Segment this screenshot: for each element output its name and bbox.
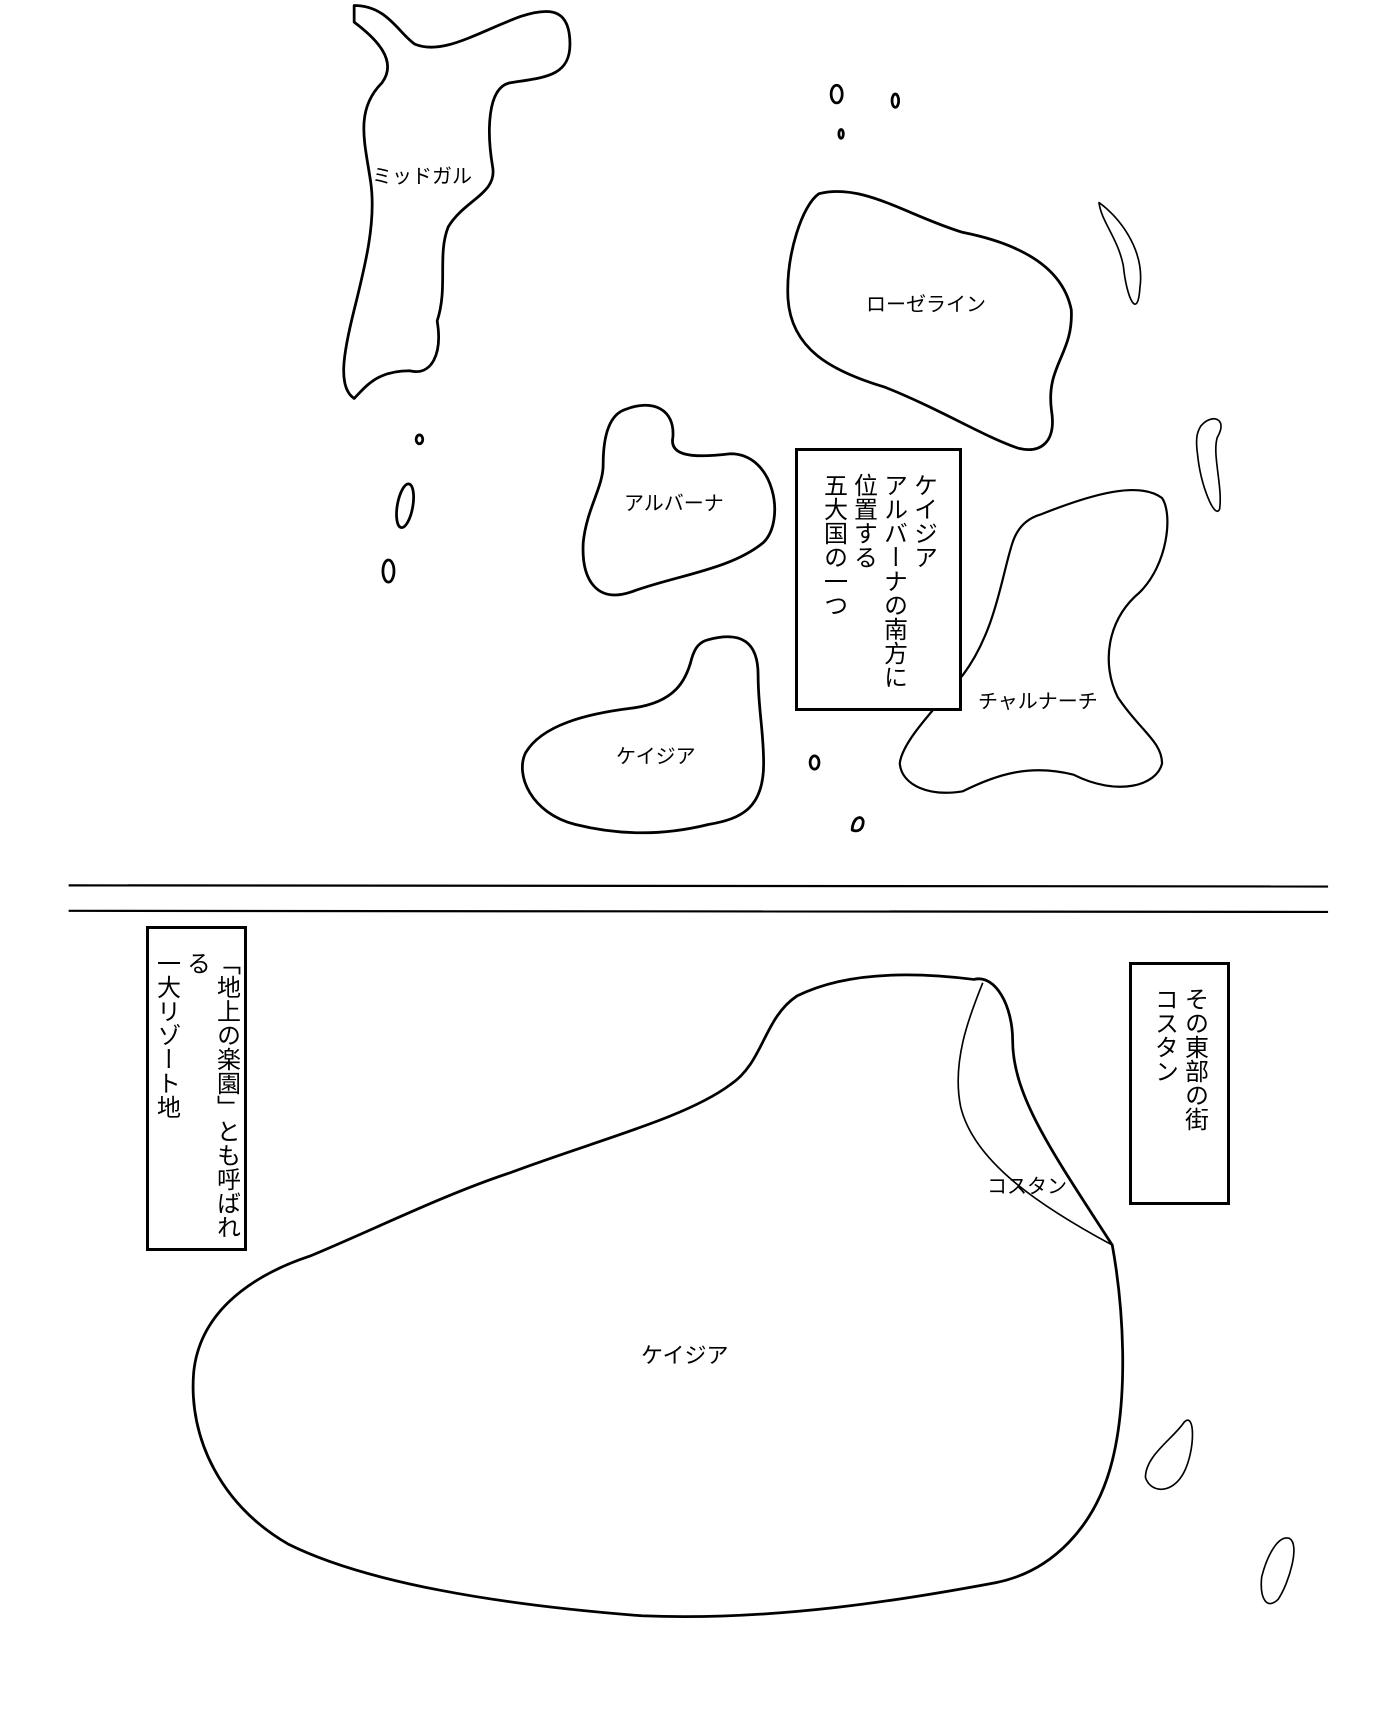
islet (395, 482, 415, 529)
island-charnachi (898, 488, 1169, 794)
label-keizia-big: ケイジア (641, 1344, 729, 1369)
caption-line: アルバーナの南方に (879, 473, 908, 689)
label-charnachi: チャルナーチ (978, 689, 1098, 713)
label-roseline: ローゼライン (866, 292, 986, 316)
island-keizia-big (191, 973, 1125, 1619)
islet (1144, 1419, 1194, 1491)
label-keizia-top: ケイジア (616, 744, 696, 768)
islet (381, 558, 396, 584)
islet (1098, 201, 1142, 305)
island-keizia-top (521, 635, 766, 835)
islet (1260, 1537, 1295, 1605)
islet (890, 92, 901, 109)
islet (414, 433, 425, 446)
label-albana: アルバーナ (624, 491, 724, 515)
caption-line: 五大国の一つ (819, 473, 848, 617)
panel-divider (68, 884, 1329, 888)
caption-text: ケイジア アルバーナの南方に 位置する 五大国の一つ (819, 473, 939, 708)
caption-line: 位置する (849, 473, 878, 569)
islet (850, 816, 865, 833)
caption-box-right: その東部の街 コスタン (1129, 962, 1230, 1205)
islet (1195, 417, 1222, 512)
caption-line: コスタン (1150, 987, 1179, 1083)
islet (837, 128, 845, 140)
island-albana (581, 403, 777, 597)
caption-box-top: ケイジア アルバーナの南方に 位置する 五大国の一つ (795, 448, 962, 711)
island-roseline (786, 190, 1073, 451)
islet (808, 754, 821, 771)
panel-divider (68, 909, 1329, 914)
caption-text: その東部の街 コスタン (1150, 987, 1210, 1202)
caption-line: その東部の街 (1180, 987, 1209, 1131)
caption-line: 一大リゾート地 (152, 951, 181, 1119)
island-midgar (342, 4, 572, 400)
caption-line: ケイジア (909, 473, 938, 569)
label-midgar: ミッドガル (372, 164, 472, 188)
caption-line: 「地上の楽園」とも呼ばれる (182, 951, 241, 1239)
costan-border (957, 982, 1113, 1246)
islet (829, 83, 844, 105)
label-costan: コスタン (987, 1174, 1067, 1198)
caption-box-left: 「地上の楽園」とも呼ばれる 一大リゾート地 (146, 926, 247, 1251)
caption-text: 「地上の楽園」とも呼ばれる 一大リゾート地 (152, 951, 242, 1248)
